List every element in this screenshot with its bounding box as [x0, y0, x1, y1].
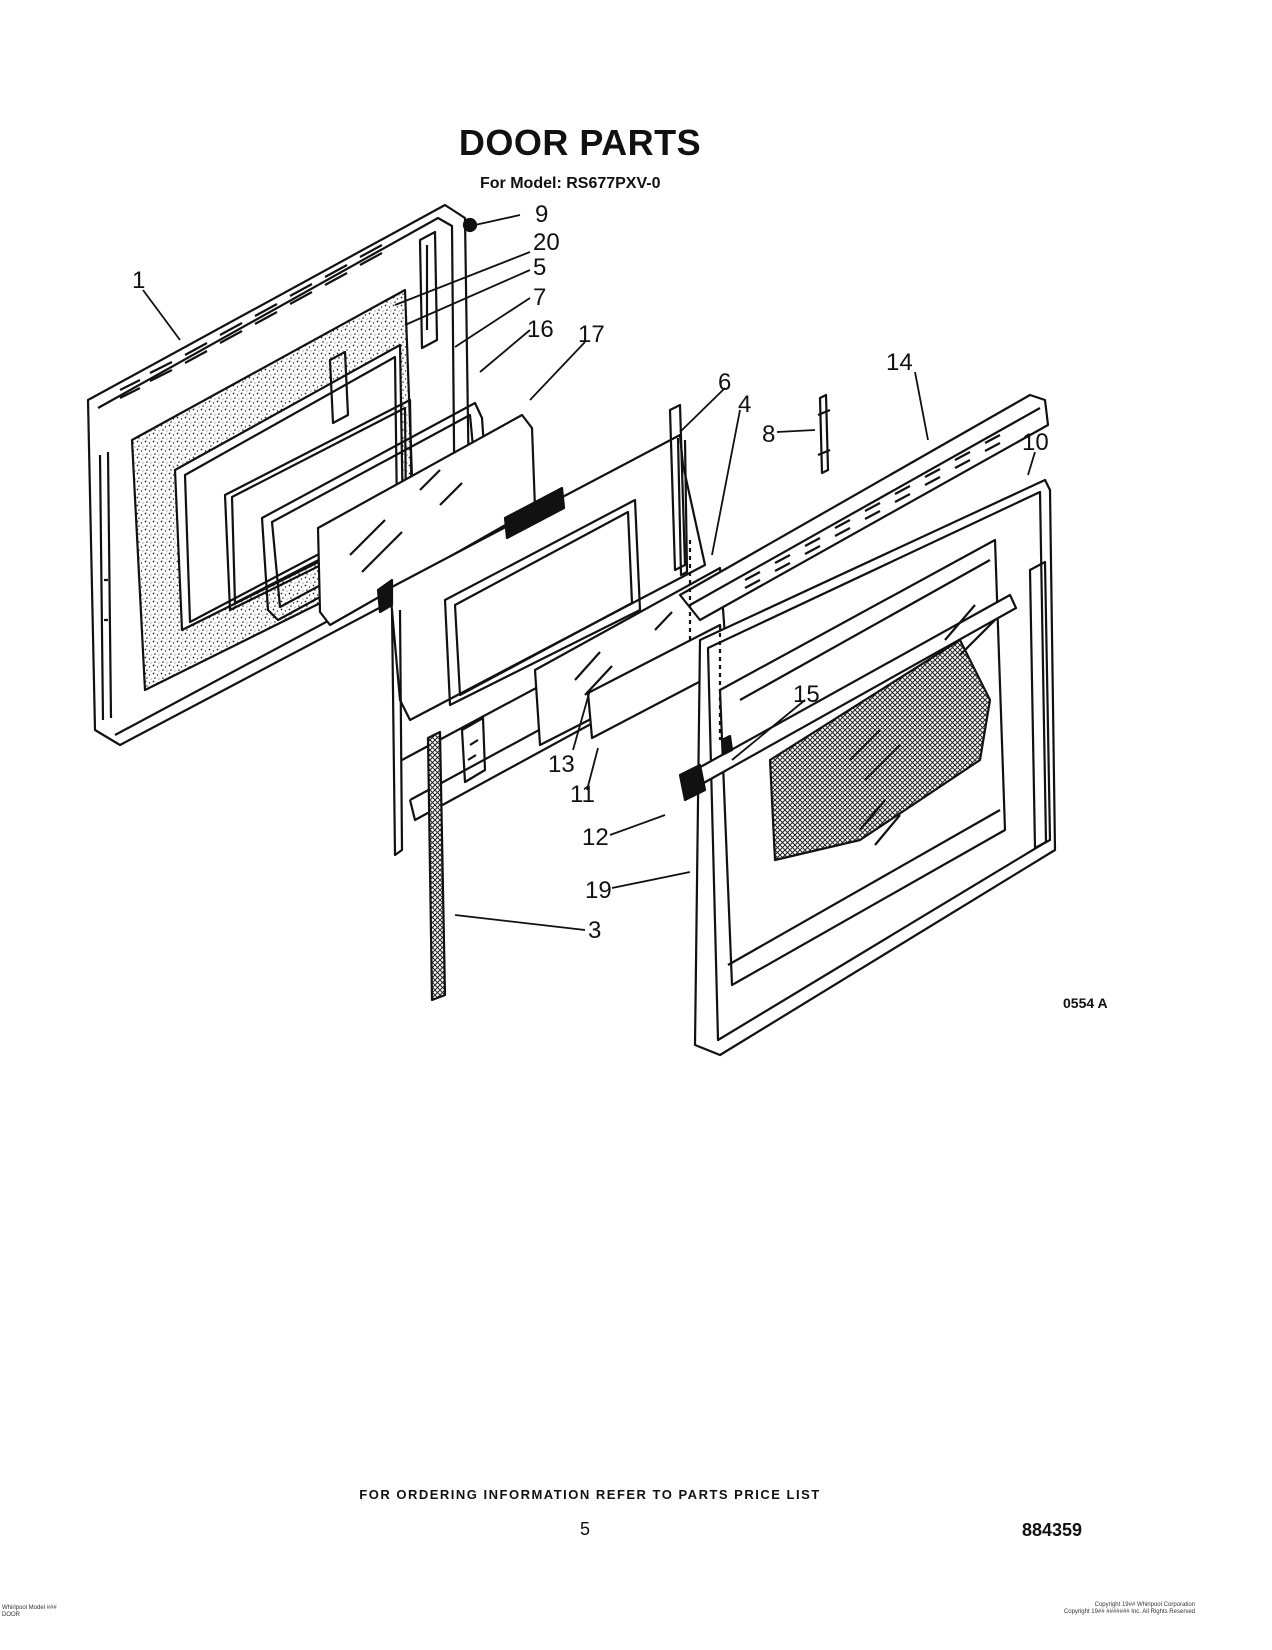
bracket	[460, 716, 487, 784]
middle-panel-part-4	[376, 433, 709, 857]
callout-14: 14	[886, 349, 913, 376]
callout-16: 16	[527, 316, 554, 343]
callout-17: 17	[578, 321, 605, 348]
page-number: 5	[580, 1519, 591, 1539]
model-subtitle: For Model: RS677PXV-0	[480, 175, 661, 192]
side-strip-part-6	[668, 403, 687, 572]
callout-numbers: 1 9 20 5 7 16 17 6 4 8 14 10 15 13 11 12…	[132, 201, 1049, 944]
screw-part-9	[462, 217, 478, 233]
left-small-line-2: DOOR	[2, 1612, 20, 1618]
callout-8: 8	[762, 421, 775, 448]
callout-19: 19	[585, 877, 612, 904]
callout-4: 4	[738, 391, 751, 418]
document-number: 884359	[1022, 1520, 1083, 1540]
outer-door-part-10	[678, 478, 1057, 1057]
callout-12: 12	[582, 824, 609, 851]
callout-13: 13	[548, 751, 575, 778]
callout-10: 10	[1022, 429, 1049, 456]
side-trim-part-3	[426, 730, 447, 1002]
page-title: DOOR PARTS	[458, 122, 702, 163]
callout-15: 15	[793, 681, 820, 708]
small-part-15	[720, 734, 734, 756]
callout-6: 6	[718, 369, 731, 396]
copyright-small-print: Copyright 19## Whirlpool Corporation Cop…	[995, 1602, 1195, 1616]
callout-5: 5	[533, 254, 546, 281]
callout-3: 3	[588, 917, 601, 944]
copyright-line-1: Copyright 19## Whirlpool Corporation	[1094, 1602, 1195, 1608]
callout-9: 9	[535, 201, 548, 228]
left-small-print: Whirlpool Model ### DOOR	[2, 1605, 57, 1619]
callout-1: 1	[132, 267, 145, 294]
callout-20: 20	[533, 229, 560, 256]
clip-part-8	[817, 393, 831, 475]
ordering-note: FOR ORDERING INFORMATION REFER TO PARTS …	[359, 1487, 821, 1502]
callout-11: 11	[570, 781, 595, 808]
copyright-line-2: Copyright 19## ####### Inc. All Rights R…	[1063, 1609, 1195, 1615]
callout-7: 7	[533, 284, 546, 311]
left-small-line-1: Whirlpool Model ###	[2, 1605, 57, 1611]
leader-lines	[142, 214, 1036, 931]
top-trim-part-14	[678, 393, 1050, 622]
figure-code: 0554 A	[1063, 995, 1108, 1011]
